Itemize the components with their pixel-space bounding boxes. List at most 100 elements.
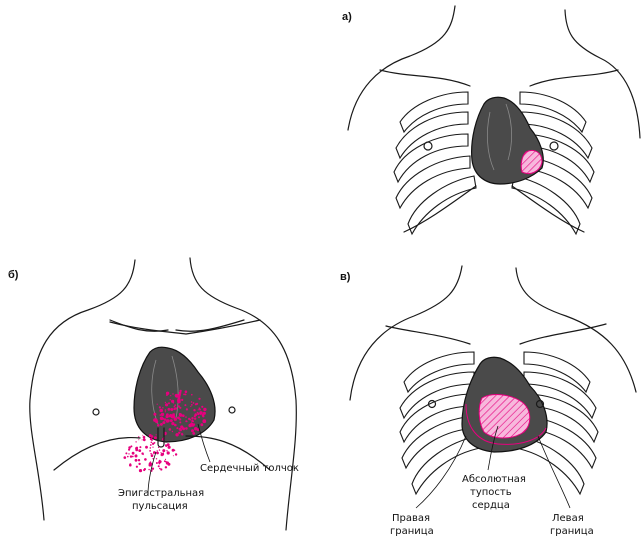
pulsation-dot xyxy=(190,404,193,406)
pulsation-dot xyxy=(159,416,164,421)
pulsation-dot xyxy=(168,415,171,418)
pulsation-dot xyxy=(145,445,148,449)
pulsation-dot xyxy=(171,448,175,452)
pulsation-dot xyxy=(177,416,179,419)
pulsation-dot xyxy=(190,405,192,408)
pulsation-dot xyxy=(131,451,135,455)
pulsation-dot xyxy=(131,455,134,458)
pulsation-dot xyxy=(155,420,159,424)
pulsation-dot xyxy=(173,417,177,421)
panel-c-leader-right xyxy=(415,435,467,509)
pulsation-dot xyxy=(179,389,182,393)
pulsation-dot xyxy=(201,424,204,426)
pulsation-dot xyxy=(183,393,186,396)
pulsation-dot xyxy=(168,402,170,405)
panel-c-label-left-1: Левая xyxy=(552,513,584,524)
pulsation-dot xyxy=(169,399,171,401)
pulsation-dot xyxy=(171,430,174,433)
pulsation-dot xyxy=(185,420,188,423)
pulsation-dot xyxy=(178,431,181,434)
pulsation-dot xyxy=(162,407,164,409)
pulsation-dot xyxy=(202,415,205,418)
pulsation-dot xyxy=(155,462,158,464)
pulsation-dot xyxy=(142,453,144,456)
pulsation-dot xyxy=(173,449,176,452)
panel-a: а) xyxy=(342,5,641,236)
panel-a-body-outline xyxy=(347,5,641,139)
pulsation-dot xyxy=(128,453,130,455)
pulsation-dot xyxy=(160,468,163,471)
panel-b-label-epigastric-1: Эпигастральная xyxy=(118,488,204,499)
pulsation-dot xyxy=(164,466,168,469)
pulsation-dot xyxy=(166,450,168,452)
panel-a-nipple-left xyxy=(423,141,433,151)
pulsation-dot xyxy=(164,409,167,411)
pulsation-dot xyxy=(161,413,164,416)
pulsation-dot xyxy=(170,408,174,411)
pulsation-dot xyxy=(179,418,182,421)
pulsation-dot xyxy=(196,402,199,405)
pulsation-dot xyxy=(198,397,201,400)
panel-b-heart xyxy=(133,346,216,443)
pulsation-dot xyxy=(148,468,150,471)
pulsation-dot xyxy=(166,451,170,455)
pulsation-dot xyxy=(149,444,152,446)
pulsation-dot xyxy=(152,453,154,455)
panel-c-label-absolute-1: Абсолютная xyxy=(462,474,526,485)
pulsation-dot xyxy=(142,434,144,436)
pulsation-dot xyxy=(178,391,182,395)
pulsation-dot xyxy=(162,421,166,425)
pulsation-dot xyxy=(190,401,193,403)
panel-b-letter: б) xyxy=(8,269,19,281)
pulsation-dot xyxy=(135,441,137,443)
pulsation-dot xyxy=(185,427,188,430)
pulsation-dot xyxy=(158,461,161,464)
pulsation-dot xyxy=(177,405,180,408)
pulsation-dot xyxy=(136,448,138,451)
pulsation-dot xyxy=(197,412,200,416)
pulsation-dot xyxy=(174,404,177,407)
pulsation-dot xyxy=(138,469,143,473)
panel-b-label-epigastric-2: пульсация xyxy=(132,501,188,512)
pulsation-dot xyxy=(176,427,179,430)
pulsation-dot xyxy=(170,395,172,397)
pulsation-dot xyxy=(200,412,203,414)
pulsation-dot xyxy=(157,465,160,468)
pulsation-dot xyxy=(156,450,158,452)
panel-c-label-absolute-2: тупость xyxy=(470,487,512,498)
pulsation-dot xyxy=(191,417,194,420)
panel-b: б) Сердечный толчок Эпигастральная пульс… xyxy=(8,257,299,531)
panel-c-label-absolute-3: сердца xyxy=(472,500,510,511)
pulsation-dot xyxy=(164,444,168,447)
panel-c-ribs-left xyxy=(399,351,481,496)
pulsation-dot xyxy=(151,442,155,445)
pulsation-dot xyxy=(197,409,199,411)
pulsation-dot xyxy=(164,458,167,460)
pulsation-dot xyxy=(159,467,161,470)
pulsation-dot xyxy=(130,445,133,448)
pulsation-dot xyxy=(155,434,157,436)
panel-c-label-right-2: граница xyxy=(390,526,434,537)
pulsation-dot xyxy=(193,423,196,426)
pulsation-dot xyxy=(203,407,207,412)
pulsation-dot xyxy=(168,428,172,431)
panel-c-leader-absolute xyxy=(487,425,499,471)
pulsation-dot xyxy=(161,454,163,457)
pulsation-dot xyxy=(192,420,194,423)
pulsation-dot xyxy=(125,452,128,455)
pulsation-dot xyxy=(194,417,197,420)
pulsation-dot xyxy=(156,451,159,455)
pulsation-dot xyxy=(150,435,154,438)
pulsation-dot xyxy=(174,453,178,456)
pulsation-dot xyxy=(134,458,138,462)
pulsation-dot xyxy=(181,398,184,401)
pulsation-dot xyxy=(134,454,138,458)
pulsation-dot xyxy=(171,399,175,403)
pulsation-dot xyxy=(173,405,176,408)
panel-b-leader-epigastric xyxy=(147,451,157,495)
panel-c: в) Абсолютная тупос xyxy=(340,265,637,537)
pulsation-dot xyxy=(202,411,206,415)
pulsation-dot xyxy=(194,427,198,431)
panel-b-xiphoid xyxy=(157,427,165,448)
pulsation-dot xyxy=(165,461,166,463)
